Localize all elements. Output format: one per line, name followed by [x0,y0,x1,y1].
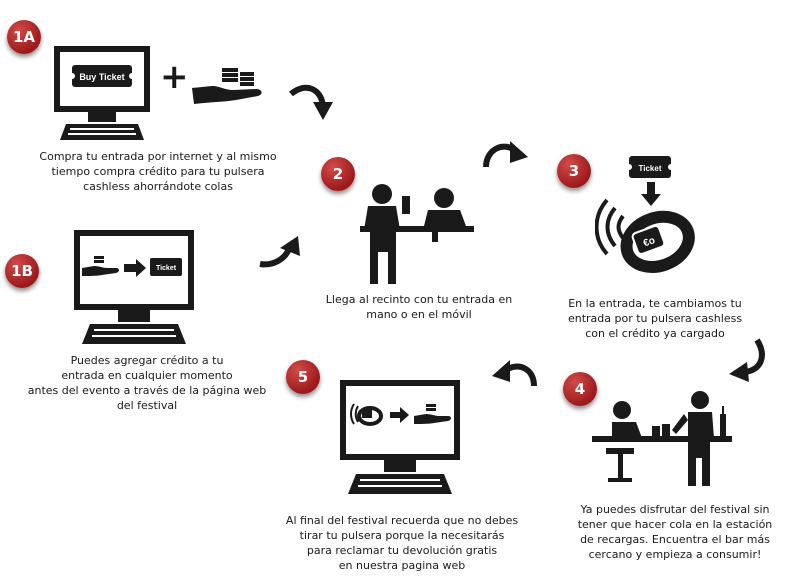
ticket-label-1b: Ticket [156,265,177,272]
step-3-badge: 3 [557,154,591,188]
curved-arrow-5 [490,356,538,390]
step-1a-caption: Compra tu entrada por internet y al mism… [38,149,278,194]
step-5-badge: 5 [286,360,320,394]
entrance-counter-icon [358,180,478,286]
step-1a-badge: 1A [7,20,41,54]
curved-arrow-4 [727,336,769,386]
step-1b-computer-icon: Ticket [72,228,196,346]
step-1b-badge: 1B [5,254,39,288]
step-1a-computer-icon: Buy Ticket [52,44,152,142]
wristband-exchange-icon: Ticket €o [595,154,695,290]
buy-ticket-label: Buy Ticket [79,72,124,82]
curved-arrow-2 [480,137,530,173]
step-5-caption: Al final del festival recuerda que no de… [284,513,520,573]
curved-arrow-3 [254,232,304,272]
step-2-badge: 2 [321,157,355,191]
svg-text:Ticket: Ticket [639,164,662,173]
curved-arrow-1 [287,84,335,126]
hand-coins-icon [190,62,270,108]
plus-icon: + [160,60,189,94]
bar-service-icon [592,390,732,490]
step-5-computer-icon [338,378,462,496]
